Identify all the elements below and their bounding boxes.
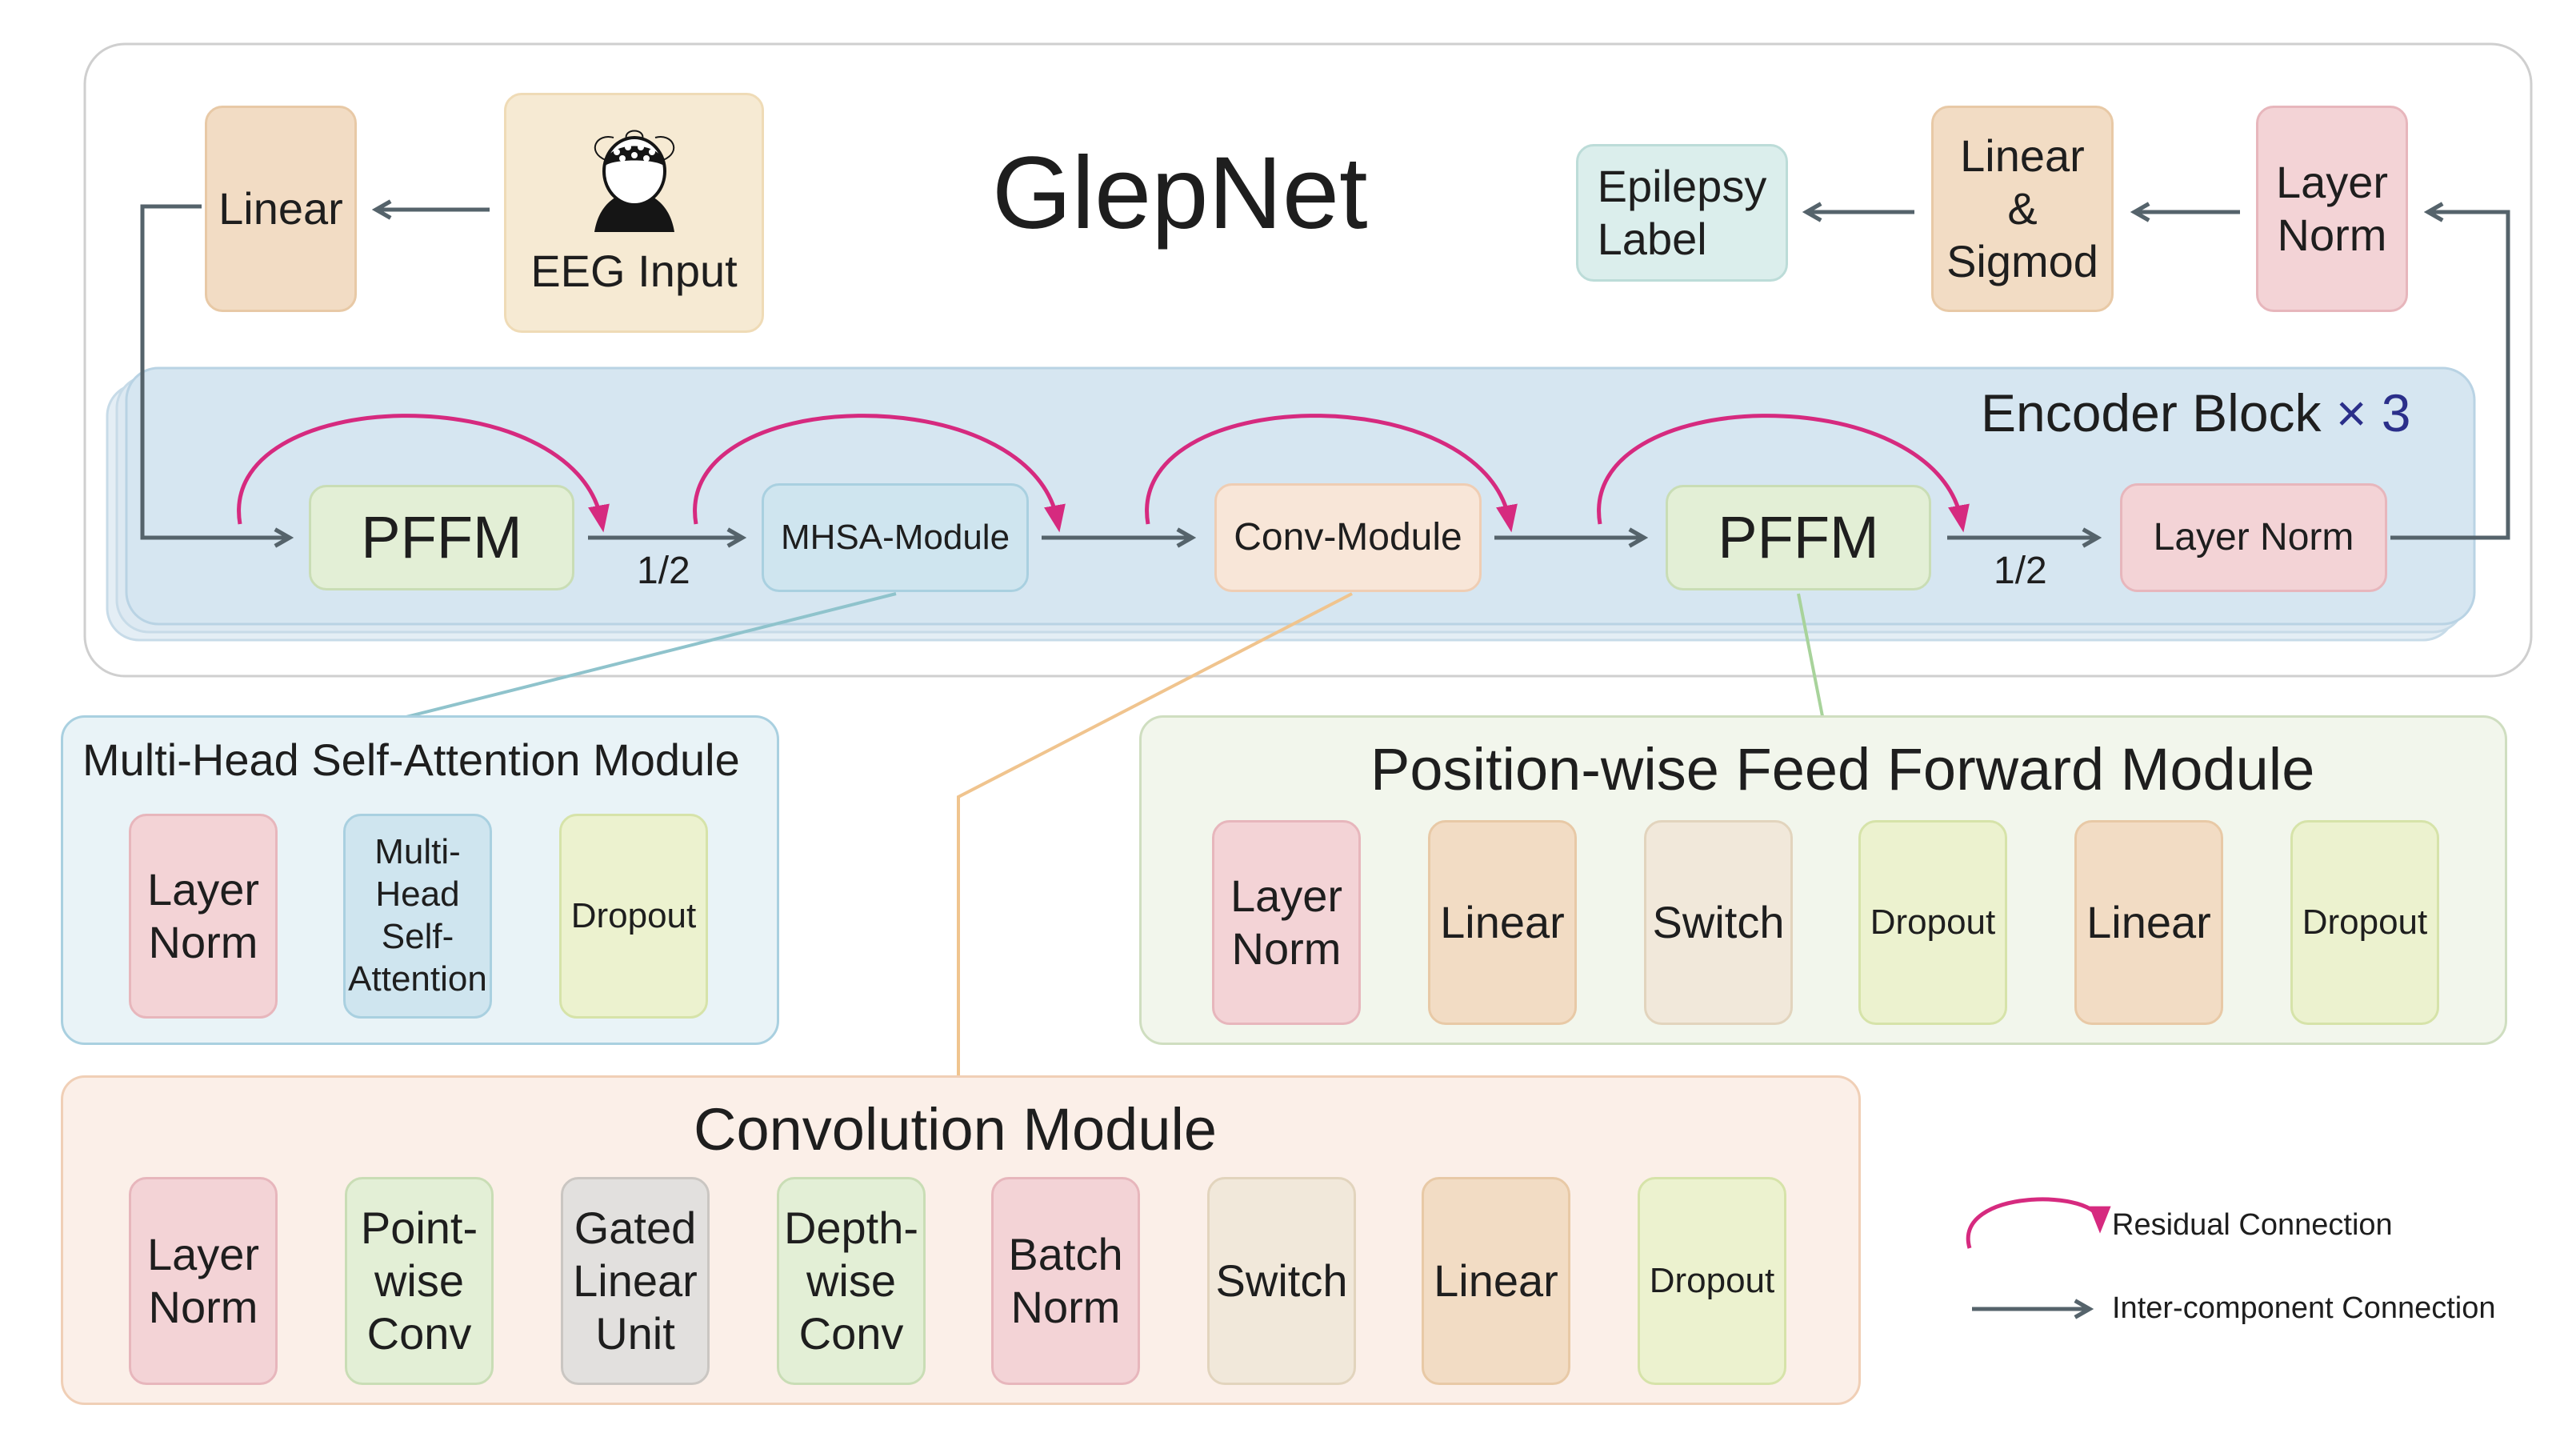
encoder-layer-norm: Layer Norm [2120,483,2387,592]
residual-arc-4 [1597,414,1970,533]
encoder-half-1: 1/2 [637,550,690,592]
arrow-linear-to-pffm [140,204,290,538]
eeg-head-icon [594,130,674,232]
encoder-pffm-2: PFFM [1666,485,1931,590]
connector-mhsa-detail [399,592,897,720]
encoder-layer-norm-label: Layer Norm [2153,515,2354,558]
pffm-step-dropout-2: Dropout [2290,820,2439,1025]
conv-step-layer-norm-label: Layer Norm [146,1228,260,1332]
conv-step-linear-label: Linear [1434,1255,1558,1306]
mhsa-step-attention-label: Multi- Head Self- Attention [348,832,487,999]
residual-arc-1 [237,414,610,533]
conv-detail-panel: Convolution Module Layer Norm Point- wis… [61,1075,1861,1405]
mhsa-step-attention: Multi- Head Self- Attention [343,814,492,1019]
encoder-pffm-1-label: PFFM [361,504,522,571]
conv-step-glu: Gated Linear Unit [561,1177,710,1385]
linear-sigmod-box: Linear & Sigmod [1931,106,2114,312]
top-linear-box: Linear [205,106,357,312]
mhsa-detail-title: Multi-Head Self-Attention Module [82,735,740,785]
conv-step-batch-norm: Batch Norm [991,1177,1140,1385]
conv-step-layer-norm: Layer Norm [129,1177,278,1385]
arrow-layernorm-to-top [2390,212,2510,540]
encoder-pffm-2-label: PFFM [1718,504,1879,571]
epilepsy-label-text: Epilepsy Label [1597,160,1767,264]
pffm-detail-title: Position-wise Feed Forward Module [1370,736,2315,803]
encoder-block-title: Encoder Block × 3 [1981,382,2411,443]
conv-step-depthwise-label: Depth- wise Conv [783,1202,919,1359]
mhsa-step-layer-norm-label: Layer Norm [146,863,260,967]
pffm-step-layer-norm-label: Layer Norm [1230,870,1343,974]
mhsa-step-layer-norm: Layer Norm [129,814,278,1019]
residual-arc-3 [1145,414,1518,533]
legend-residual-arc [1966,1197,2111,1249]
encoder-block-label: Encoder Block [1981,383,2322,442]
pffm-step-linear-2-label: Linear [2086,896,2211,947]
pffm-step-linear-1: Linear [1428,820,1577,1025]
conv-step-switch-label: Switch [1215,1255,1348,1306]
eeg-input-label: EEG Input [530,245,738,296]
pffm-step-dropout-2-label: Dropout [2302,903,2428,943]
encoder-repeat-count: 3 [2381,383,2411,442]
encoder-conv-label: Conv-Module [1234,515,1462,558]
pffm-detail-panel: Position-wise Feed Forward Module Layer … [1139,715,2507,1045]
mhsa-detail-panel: Multi-Head Self-Attention Module Layer N… [61,715,779,1045]
pffm-step-dropout-1: Dropout [1858,820,2007,1025]
conv-step-glu-label: Gated Linear Unit [573,1202,698,1359]
conv-step-depthwise: Depth- wise Conv [777,1177,926,1385]
epilepsy-label-box: Epilepsy Label [1576,144,1788,282]
diagram-title: GlepNet [992,136,1368,250]
conv-step-pointwise-label: Point- wise Conv [360,1202,478,1359]
top-layer-norm-box: Layer Norm [2256,106,2408,312]
legend-residual-label: Residual Connection [2112,1208,2393,1242]
pffm-step-dropout-1-label: Dropout [1870,903,1996,943]
conv-step-batch-norm-label: Batch Norm [1008,1228,1123,1332]
linear-sigmod-label: Linear & Sigmod [1946,130,2098,287]
mhsa-step-dropout-label: Dropout [570,896,697,936]
mhsa-step-dropout: Dropout [559,814,708,1019]
connector-conv-detail [957,592,1353,1079]
encoder-mhsa-label: MHSA-Module [780,518,1010,558]
encoder-pffm-1: PFFM [309,485,574,590]
encoder-times-symbol: × [2335,383,2367,442]
legend-inter-label: Inter-component Connection [2112,1291,2496,1325]
conv-detail-title: Convolution Module [694,1096,1218,1163]
conv-step-linear: Linear [1422,1177,1570,1385]
conv-step-dropout-label: Dropout [1649,1261,1775,1301]
conv-step-dropout: Dropout [1638,1177,1786,1385]
pffm-step-layer-norm: Layer Norm [1212,820,1361,1025]
conv-step-pointwise: Point- wise Conv [345,1177,494,1385]
pffm-step-linear-1-label: Linear [1440,896,1565,947]
encoder-conv-module: Conv-Module [1214,483,1482,592]
encoder-mhsa-module: MHSA-Module [762,483,1029,592]
top-linear-label: Linear [218,182,343,234]
conv-step-switch: Switch [1207,1177,1356,1385]
eeg-input-box: EEG Input [504,93,764,333]
pffm-step-linear-2: Linear [2074,820,2223,1025]
encoder-half-2: 1/2 [1994,550,2047,592]
pffm-step-switch-label: Switch [1652,896,1785,947]
connector-pffm-detail [1797,593,1824,717]
residual-arc-2 [693,414,1066,533]
top-layer-norm-label: Layer Norm [2275,156,2389,260]
pffm-step-switch: Switch [1644,820,1793,1025]
